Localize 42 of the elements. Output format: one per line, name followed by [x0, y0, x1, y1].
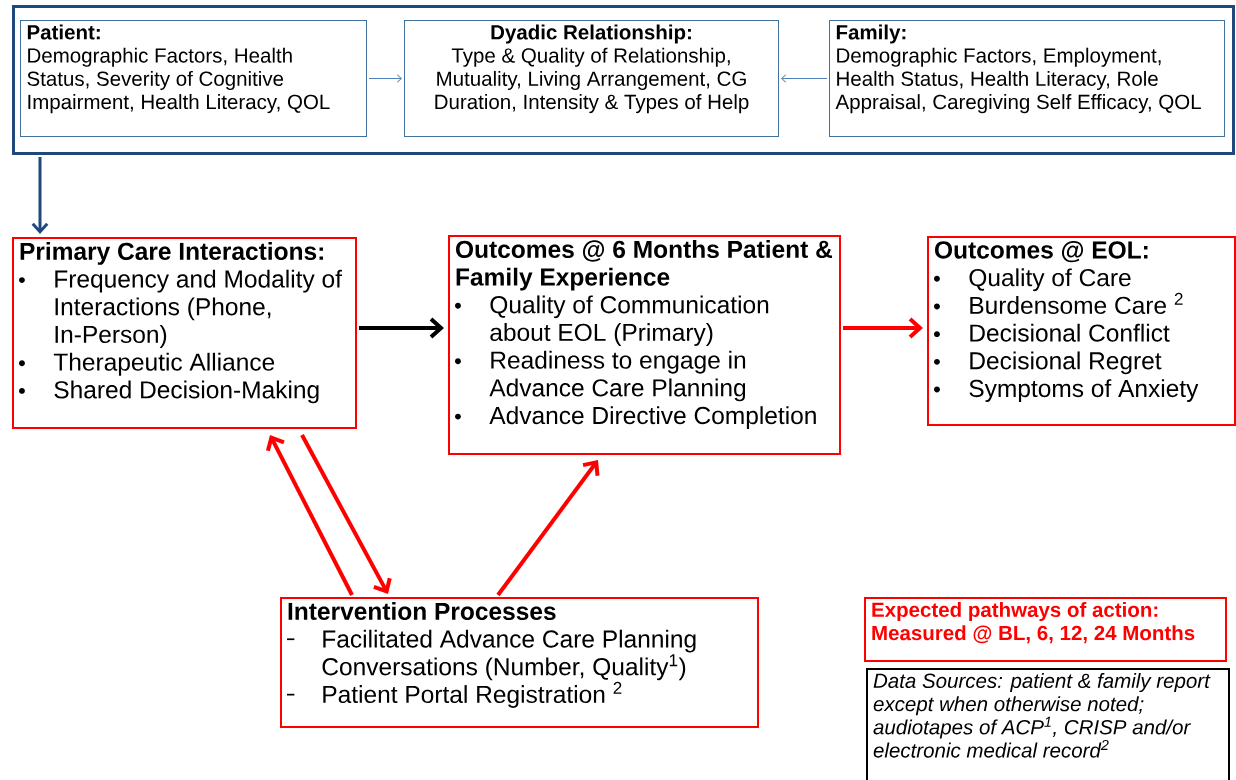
list-item: Quality of Communication about EOL (Primary) [490, 295, 769, 346]
box-heading: Patient: [27, 24, 100, 40]
box-text: Demographic Factors, Employment, Health Status, Health Literacy, Role Appraisal, Caregiving Self Efficacy, QOL [835, 47, 1201, 114]
outcome-box [927, 236, 1236, 426]
box-text: Type & Quality of Relationship, Mutuality, Living Arrangement, CG Duration, Intensity & Types of Help [435, 47, 749, 114]
list-item: Decisional Regret [970, 351, 1162, 375]
arrow [843, 317, 923, 339]
box-heading: Dyadic Relationship: [491, 24, 691, 44]
arrow [359, 317, 444, 339]
list-item: Therapeutic Alliance [53, 352, 275, 376]
input-box [404, 20, 779, 137]
note-text: Data Sources: patient & family report except when otherwise noted; audiotapes of ACP$^{1}$, CRISP and/or electronic medical record$^{2}$ [873, 673, 1211, 758]
arrow [31, 157, 49, 234]
list-item: Readiness to engage in Advance Care Planning [489, 350, 746, 402]
arrow [496, 460, 600, 597]
process-box [12, 237, 357, 429]
list-item: Burdensome Care $^{2}$ [970, 292, 1183, 315]
arrow [781, 74, 828, 83]
list-item: Decisional Conflict [970, 323, 1170, 342]
process-box [280, 597, 759, 728]
box-heading: Outcomes @ 6 Months Patient & Family Experience [456, 240, 833, 291]
band-frame [12, 5, 1235, 155]
input-box [829, 20, 1225, 137]
box-heading: Primary Care Interactions: [20, 242, 323, 265]
note-box [866, 668, 1230, 780]
list-item: Advance Directive Completion [489, 406, 816, 430]
list-item: Shared Decision-Making [54, 380, 319, 404]
box-heading: Family: [836, 24, 906, 44]
box-heading: Outcomes @ EOL: [935, 241, 1148, 263]
list-item: Quality of Care [969, 268, 1131, 292]
list-item: Facilitated Advance Care Planning Conversations (Number, Quality$^{1}$) [322, 629, 696, 681]
list-item: Patient Portal Registration $^{2}$ [323, 681, 622, 708]
note-box [864, 597, 1227, 662]
list-item: Frequency and Modality of Interactions (Phone, In-Person) [55, 269, 342, 348]
input-box [20, 20, 367, 137]
arrow [266, 435, 354, 596]
box-text: Demographic Factors, Health Status, Severity of Cognitive Impairment, Health Literacy, QOL [27, 47, 330, 114]
arrow [368, 74, 402, 83]
note-text: Expected pathways of action: Measured @ BL, 6, 12, 24 Months [872, 602, 1195, 644]
list-item: Symptoms of Anxiety [969, 379, 1199, 402]
outcome-box [448, 235, 841, 455]
box-heading: Intervention Processes [288, 602, 556, 620]
